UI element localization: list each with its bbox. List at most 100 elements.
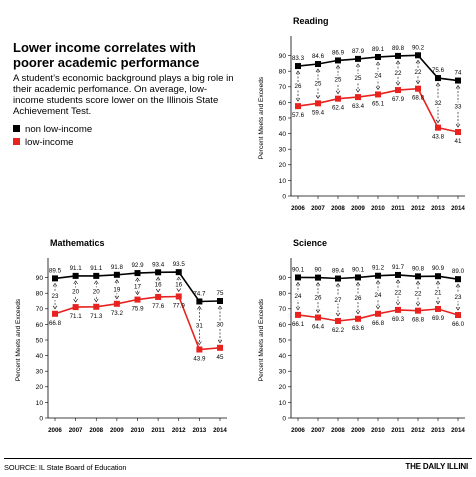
mathematics-low-income-point (217, 344, 223, 351)
mathematics-non-low-income-point (93, 272, 100, 279)
intro-text: A student’s economic background plays a … (13, 73, 234, 117)
reading-y-tick-label: 30 (279, 147, 287, 154)
mathematics-gap-arrowhead-down (114, 295, 120, 300)
reading-non-low-income-point (415, 52, 421, 59)
reading-low-income-point (455, 129, 461, 136)
science-gap-arrowhead-up (395, 279, 401, 284)
reading-non-low-income-value-label: 74 (455, 70, 462, 77)
reading-low-income-point (355, 94, 361, 101)
mathematics-low-income-value-label: 66.8 (49, 320, 62, 327)
mathematics-gap-arrowhead-down (155, 288, 161, 293)
science-gap-label-bg (293, 292, 303, 301)
science-y-tick-label: 20 (279, 384, 287, 391)
mathematics-gap-arrowhead-down (197, 341, 202, 346)
science-gap-label-bg (313, 293, 323, 302)
reading-title: Reading (293, 16, 329, 26)
science-gap-arrowhead-down (295, 306, 301, 311)
mathematics-non-low-income-point (52, 275, 58, 282)
science-y-axis-label: Percent Meets and Exceeds (258, 298, 265, 381)
reading-low-income-value-label: 67.9 (392, 96, 405, 103)
mathematics-y-tick-label: 80 (36, 291, 44, 298)
reading-gap-label-bg (393, 68, 403, 77)
science-low-income-value-label: 69.9 (432, 315, 445, 322)
mathematics-x-tick-label: 2007 (69, 427, 83, 434)
mathematics-gap-label-bg (91, 287, 102, 296)
mathematics-y-tick-label: 20 (36, 384, 44, 391)
mathematics-low-income-value-label: 71.3 (90, 313, 103, 320)
mathematics-x-tick-label: 2008 (89, 427, 103, 434)
science-gap-arrowhead-down (415, 302, 421, 307)
reading-gap-arrowhead-up (455, 85, 461, 89)
science-gap-label-bg (353, 294, 363, 303)
science-low-income-point (395, 306, 401, 313)
reading-gap-label-bg (313, 79, 323, 88)
mathematics-gap-label: 23 (52, 293, 59, 300)
science-low-income-point (335, 317, 341, 324)
mathematics-gap-label-bg (215, 320, 225, 329)
mathematics-gap-label: 17 (134, 283, 141, 290)
reading-gap-label: 24 (375, 73, 382, 80)
science-x-tick-label: 2009 (351, 427, 365, 434)
science-low-income-value-label: 64.4 (312, 324, 325, 331)
science-gap-arrowhead-down (315, 309, 321, 314)
science-x-tick-label: 2012 (411, 427, 425, 434)
science-gap-arrowhead-down (335, 312, 341, 317)
legend-label-non-low-income: non low-income (25, 124, 93, 135)
science-x-tick-label: 2007 (311, 427, 325, 434)
reading-non-low-income-point (435, 75, 441, 82)
mathematics-gap-label: 31 (196, 322, 203, 329)
reading-gap-arrowhead-down (335, 90, 341, 95)
science-non-low-income-value-label: 91.7 (392, 264, 405, 271)
science-non-low-income-value-label: 90.8 (412, 265, 425, 272)
mathematics-gap-arrowhead-up (155, 276, 161, 281)
publication-credit: THE DAILY ILLINI (405, 462, 468, 471)
legend-item-low-income: low-income (13, 137, 74, 148)
mathematics-x-tick-label: 2006 (48, 427, 62, 434)
reading-low-income-point (335, 95, 341, 102)
mathematics-gap-label-bg (153, 280, 164, 289)
science-gap-label: 24 (295, 293, 302, 300)
science-title: Science (293, 238, 327, 248)
reading-low-income-value-label: 57.6 (292, 112, 305, 119)
mathematics-gap-label-bg (111, 285, 122, 294)
mathematics-gap-arrowhead-down (52, 305, 58, 310)
science-low-income-point (315, 314, 321, 321)
reading-gap-label-bg (353, 73, 363, 82)
science-gap-label-bg (393, 288, 403, 297)
science-gap-arrowhead-up (375, 280, 381, 284)
science-non-low-income-value-label: 90.9 (432, 265, 445, 272)
reading-x-tick-label: 2010 (371, 205, 385, 212)
reading-x-tick-label: 2008 (331, 205, 345, 212)
science-y-tick-label: 70 (279, 306, 287, 313)
reading-gap-label-bg (433, 98, 443, 107)
science-low-income-point (455, 312, 461, 319)
mathematics-gap-label-bg (50, 292, 60, 301)
reading-low-income-value-label: 63.4 (352, 103, 365, 110)
science-non-low-income-point (335, 275, 341, 282)
headline: Lower income correlates with poorer acad… (13, 40, 200, 70)
reading-gap-arrowhead-down (395, 81, 401, 86)
reading-low-income-point (415, 85, 421, 92)
mathematics-y-tick-label: 70 (36, 306, 44, 313)
mathematics-y-tick-label: 90 (36, 275, 44, 282)
reading-x-tick-label: 2013 (431, 205, 445, 212)
reading-low-income-value-label: 62.4 (332, 105, 345, 112)
science-non-low-income-value-label: 89.4 (332, 268, 345, 275)
science-gap-arrowhead-up (435, 280, 441, 285)
reading-gap-arrowhead-down (415, 80, 421, 85)
reading-non-low-income-point (455, 77, 461, 84)
science-gap-arrowhead-down (355, 310, 361, 315)
science-y-tick-label: 10 (279, 400, 287, 407)
reading-gap-label: 22 (395, 70, 402, 77)
mathematics-gap-label: 20 (93, 288, 100, 295)
science-gap-label-bg (433, 288, 443, 297)
mathematics-low-income-point (113, 300, 120, 307)
mathematics-title: Mathematics (50, 238, 105, 248)
science-low-income-point (435, 305, 441, 312)
mathematics-non-low-income-value-label: 75 (217, 290, 224, 297)
science-y-tick-label: 50 (279, 337, 287, 344)
reading-low-income-point (315, 100, 321, 107)
reading-y-tick-label: 90 (279, 53, 287, 60)
science-gap-arrowhead-up (335, 282, 341, 287)
mathematics-non-low-income-value-label: 89.5 (49, 267, 62, 274)
